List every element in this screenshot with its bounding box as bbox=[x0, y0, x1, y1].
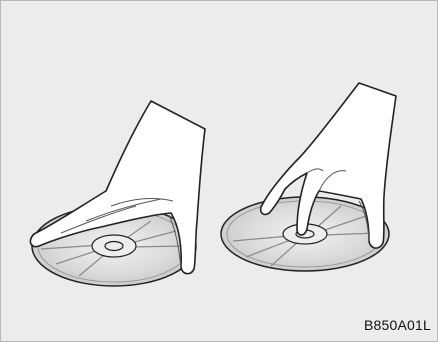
figure-code: B850A01L bbox=[364, 317, 431, 333]
